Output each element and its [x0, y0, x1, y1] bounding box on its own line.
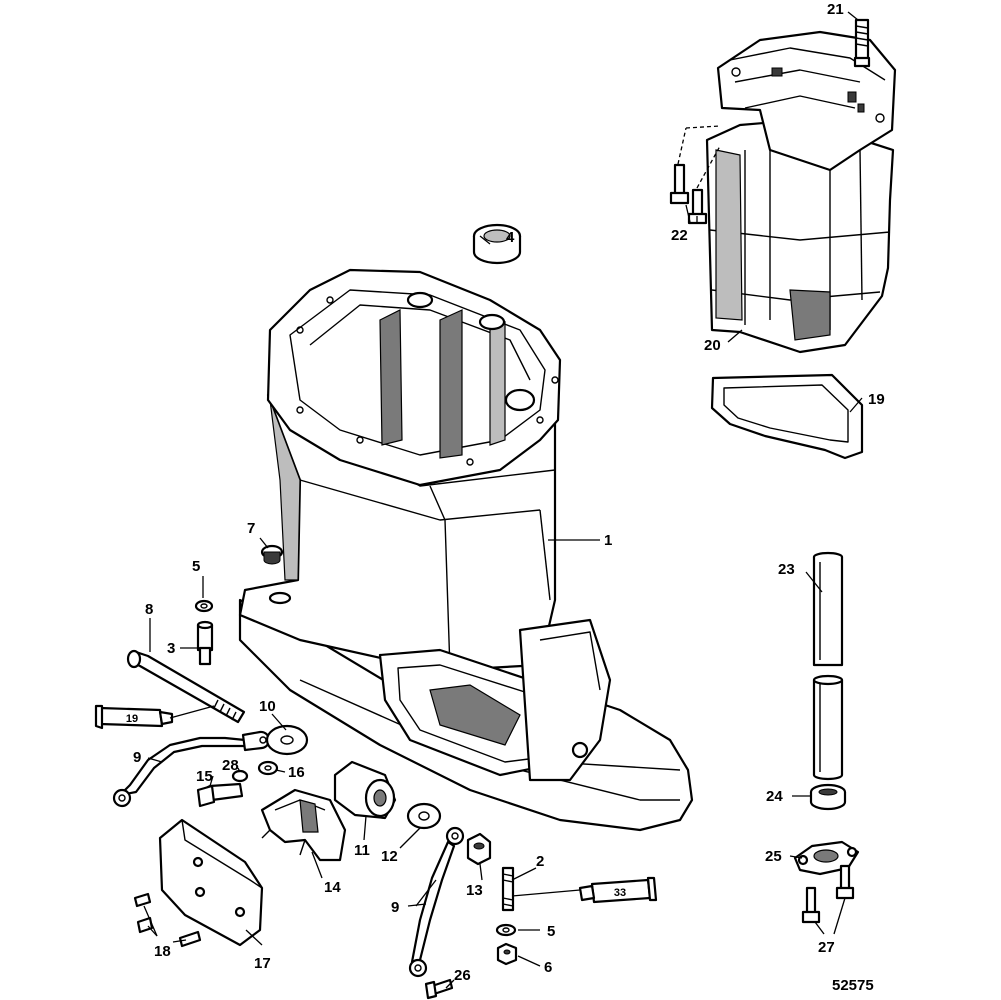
callout-15: 15 [196, 768, 213, 785]
callout-1: 1 [604, 532, 612, 549]
part-23-tube [812, 551, 844, 781]
part-2-stud [501, 866, 515, 912]
callout-20: 20 [704, 337, 721, 354]
callout-2: 2 [536, 853, 544, 870]
part-6-nut [496, 942, 518, 966]
callout-9-left: 9 [133, 749, 141, 766]
callout-8: 8 [145, 601, 153, 618]
callout-11: 11 [354, 842, 370, 859]
figure-number: 52575 [832, 977, 874, 994]
part-1-driveshaft-housing [238, 268, 694, 832]
part-15-bolt [196, 782, 244, 808]
callout-18: 18 [154, 943, 171, 960]
callout-16: 16 [288, 764, 305, 781]
part-22-screws [669, 163, 708, 225]
part-10-washer [265, 724, 309, 756]
part-14-bracket [260, 788, 347, 862]
part-21-stud [853, 18, 871, 68]
part-3-bolt [196, 620, 214, 666]
part-19-gasket [710, 373, 864, 460]
part-8-long-bolt [126, 649, 246, 724]
callout-14: 14 [324, 879, 341, 896]
callout-27: 27 [818, 939, 835, 956]
callout-19: 19 [868, 391, 885, 408]
callout-22: 22 [671, 227, 688, 244]
part-20-adapter-housing [705, 30, 897, 354]
callout-17: 17 [254, 955, 271, 972]
part-16-washer [257, 760, 279, 776]
callout-28: 28 [222, 757, 239, 774]
part-24-grommet [809, 783, 847, 811]
part-11-rubber-mount [333, 760, 397, 820]
part-13-nut [466, 832, 492, 866]
callout-21: 21 [827, 1, 844, 18]
part-5-washer-lower [495, 923, 517, 937]
callout-4: 4 [506, 229, 515, 246]
callout-5-lower: 5 [547, 923, 555, 940]
sealant-tube-33-label: 33 [614, 887, 626, 899]
part-17-anode [158, 818, 264, 947]
callout-23: 23 [778, 561, 795, 578]
sealant-tube-19: 19 [94, 704, 174, 730]
part-9-ground-strap-lower [408, 826, 465, 978]
callout-10: 10 [259, 698, 276, 715]
callout-labels: 1 2 3 4 5 5 6 7 8 9 9 10 11 12 13 14 15 … [133, 1, 885, 984]
callout-6: 6 [544, 959, 552, 976]
callout-5-upper: 5 [192, 558, 200, 575]
leader-lines [143, 11, 863, 989]
callout-25: 25 [765, 848, 782, 865]
part-12-washer [406, 802, 442, 830]
callout-26: 26 [454, 967, 471, 984]
part-4-grommet [472, 223, 522, 265]
callout-3: 3 [167, 640, 175, 657]
part-26-screw [424, 978, 454, 1000]
sealant-tube-33: 33 [578, 876, 658, 904]
callout-7: 7 [247, 520, 255, 537]
part-7-plug [260, 544, 284, 565]
callout-12: 12 [381, 848, 398, 865]
callout-24: 24 [766, 788, 783, 805]
sealant-tube-19-label: 19 [126, 713, 138, 725]
part-18-screws [133, 892, 202, 948]
callout-13: 13 [466, 882, 483, 899]
part-27-screws [801, 864, 855, 924]
part-9-ground-strap-left [112, 730, 271, 808]
part-5-washer-upper [194, 599, 214, 613]
callout-9-lower: 9 [391, 899, 399, 916]
